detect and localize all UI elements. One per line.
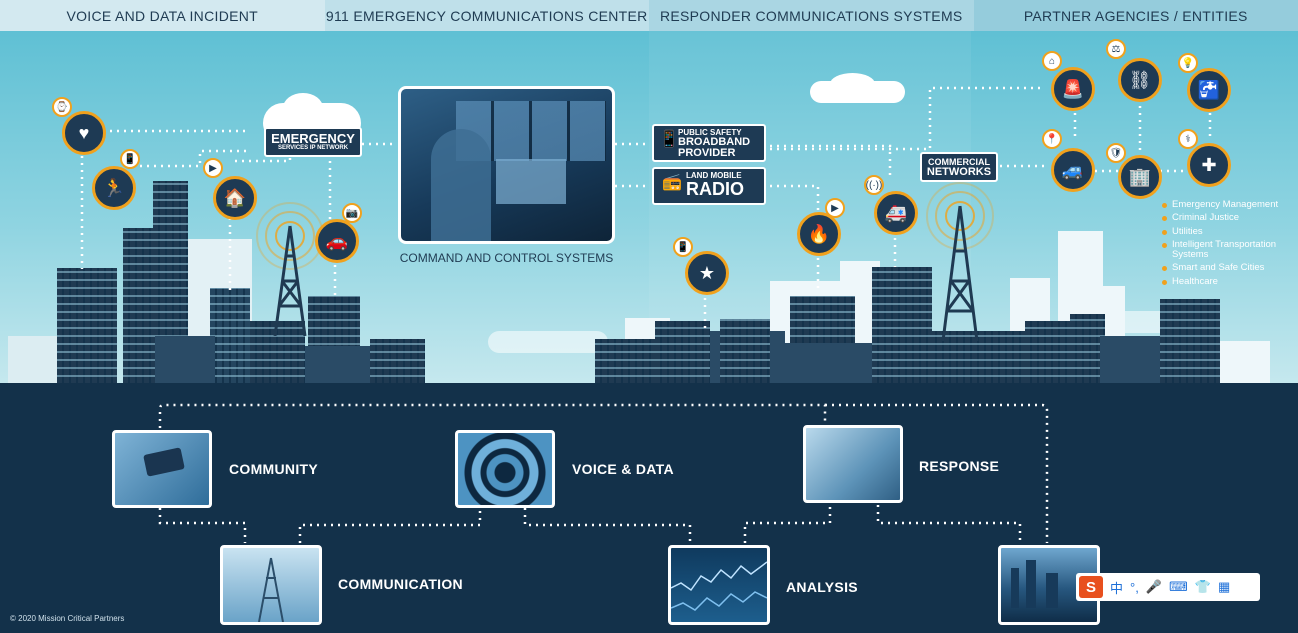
- location-pin-icon: 📍: [1042, 129, 1062, 149]
- lifecycle-connectors: [158, 403, 1049, 543]
- commercial-networks-box[interactable]: COMMERCIAL NETWORKS: [920, 152, 998, 182]
- legend-item: Healthcare: [1162, 276, 1292, 287]
- radio-tower-icon: [926, 182, 994, 341]
- lmr-line1: LAND MOBILE: [686, 171, 742, 180]
- command-control-label: COMMAND AND CONTROL SYSTEMS: [399, 251, 614, 265]
- water-faucet-icon[interactable]: 🚰: [1187, 68, 1231, 112]
- house-fire-icon[interactable]: 🏠: [213, 176, 257, 220]
- community-photo: [112, 430, 212, 508]
- partner-legend: Emergency Management Criminal Justice Ut…: [1162, 199, 1292, 290]
- land-mobile-radio-box[interactable]: LAND MOBILE RADIO 📻: [652, 167, 766, 205]
- legend-item: Emergency Management: [1162, 199, 1292, 210]
- legend-item: Criminal Justice: [1162, 212, 1292, 223]
- fall-person-icon[interactable]: 🏃: [92, 166, 136, 210]
- video-icon: ▶: [203, 158, 223, 178]
- legend-item: Smart and Safe Cities: [1162, 262, 1292, 273]
- connected-car-icon[interactable]: 🚙: [1051, 148, 1095, 192]
- video-icon: ▶: [825, 198, 845, 218]
- house-icon: ⌂: [1042, 51, 1062, 71]
- skin-shirt-icon[interactable]: 👕: [1194, 579, 1211, 594]
- commercial-line1: COMMERCIAL: [928, 157, 990, 167]
- keyboard-icon[interactable]: ⌨: [1169, 579, 1188, 594]
- fire-icon[interactable]: 🔥: [797, 212, 841, 256]
- copyright-text: © 2020 Mission Critical Partners: [10, 614, 125, 623]
- esinet-subtitle: SERVICES IP NETWORK: [277, 145, 349, 151]
- police-badge-icon[interactable]: ★: [685, 251, 729, 295]
- lightbulb-icon: 💡: [1178, 53, 1198, 73]
- gavel-icon: ⚖: [1106, 39, 1126, 59]
- esinet-title: EMERGENCY: [271, 131, 355, 146]
- header-911-center: 911 EMERGENCY COMMUNICATIONS CENTER: [324, 0, 649, 31]
- section-header: VOICE AND DATA INCIDENT 911 EMERGENCY CO…: [0, 0, 1298, 31]
- lmr-line2: RADIO: [686, 179, 744, 199]
- healthcare-cross-icon[interactable]: ✚: [1187, 143, 1231, 187]
- smart-city-photo: [998, 545, 1100, 625]
- ime-toolbar[interactable]: S 中 °, 🎤 ⌨ 👕 ▦: [1076, 573, 1260, 601]
- communication-photo: [220, 545, 322, 625]
- phone-icon: 📱: [120, 149, 140, 169]
- ime-logo-icon[interactable]: S: [1079, 576, 1103, 598]
- esinet-box[interactable]: EMERGENCY SERVICES IP NETWORK: [264, 127, 362, 157]
- toolbox-grid-icon[interactable]: ▦: [1217, 579, 1231, 594]
- heart-health-icon[interactable]: ♥: [62, 111, 106, 155]
- step-analysis-label: ANALYSIS: [786, 579, 858, 595]
- car-crash-icon[interactable]: 🚗: [315, 219, 359, 263]
- step-response-label: RESPONSE: [919, 458, 1000, 474]
- cloud: [488, 331, 608, 353]
- caduceus-icon: ⚕: [1178, 129, 1198, 149]
- radio-tower-icon: [256, 202, 324, 336]
- ime-language-toggle[interactable]: 中: [1110, 580, 1124, 596]
- voice-data-photo: [455, 430, 555, 508]
- broadband-line3: PROVIDER: [678, 147, 736, 159]
- phone-icon: 📱: [673, 237, 693, 257]
- response-photo: [803, 425, 903, 503]
- header-responder-systems: RESPONDER COMMUNICATIONS SYSTEMS: [649, 0, 974, 31]
- shield-icon: 🛡: [1106, 143, 1126, 163]
- analysis-photo: [668, 545, 770, 625]
- emergency-beacon-icon[interactable]: 🚨: [1051, 67, 1095, 111]
- broadband-line2: BROADBAND: [678, 136, 751, 148]
- smartwatch-icon: ⌚: [52, 97, 72, 117]
- header-partner-agencies: PARTNER AGENCIES / ENTITIES: [973, 0, 1298, 31]
- broadband-line1: PUBLIC SAFETY: [678, 128, 742, 137]
- broadband-provider-box[interactable]: PUBLIC SAFETY BROADBAND PROVIDER 📱: [652, 124, 766, 162]
- ime-punctuation-toggle[interactable]: °,: [1130, 579, 1139, 595]
- legend-item: Intelligent Transportation Systems: [1162, 239, 1292, 261]
- radio-icon: 📻: [662, 174, 682, 191]
- commercial-line2: NETWORKS: [926, 166, 992, 178]
- microphone-icon[interactable]: 🎤: [1145, 579, 1163, 594]
- camera-icon: 📷: [342, 203, 362, 223]
- header-voice-data-incident: VOICE AND DATA INCIDENT: [0, 0, 325, 31]
- step-community-label: COMMUNITY: [229, 461, 319, 477]
- legend-item: Utilities: [1162, 226, 1292, 237]
- handcuffs-icon[interactable]: ⛓: [1118, 58, 1162, 102]
- city-scene: ♥ ⌚ 🏃 📱 🏠 ▶ 🚗 📷 EMERGENCY SERVICES IP NE…: [0, 31, 1298, 383]
- phone-icon: 📱: [659, 131, 679, 148]
- step-voice-data-label: VOICE & DATA: [572, 461, 674, 477]
- smart-city-icon[interactable]: 🏢: [1118, 155, 1162, 199]
- command-center-photo: [398, 86, 615, 244]
- signal-icon: ((·)): [864, 175, 884, 195]
- step-communication-label: COMMUNICATION: [338, 576, 463, 592]
- connector-lines: [80, 86, 1212, 331]
- ambulance-icon[interactable]: 🚑: [874, 191, 918, 235]
